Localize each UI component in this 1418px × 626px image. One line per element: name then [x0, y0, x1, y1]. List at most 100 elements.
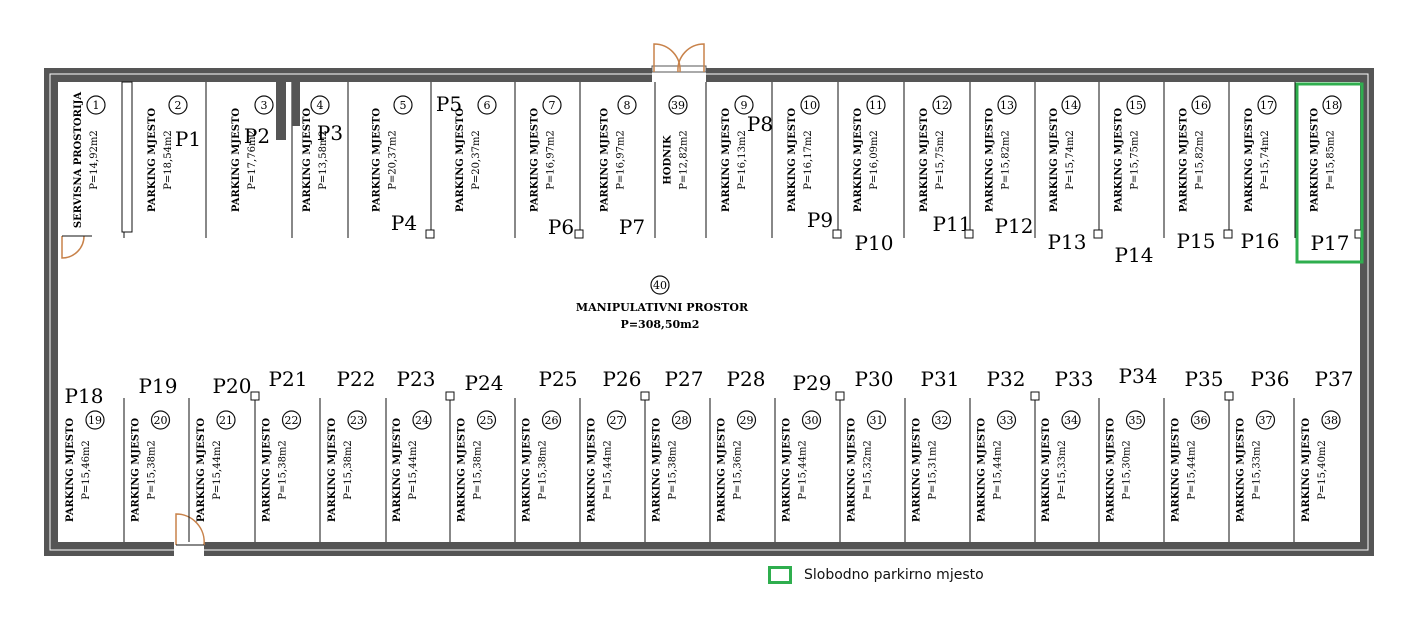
parking-label-p23: P23	[397, 367, 436, 391]
room-number: 20	[154, 414, 168, 427]
stub-wall	[276, 82, 286, 140]
parking-label-p5: P5	[436, 92, 462, 116]
room-area: P=14,92m2	[89, 130, 100, 190]
room-number: 17	[1260, 99, 1274, 112]
parking-label-p28: P28	[727, 367, 766, 391]
room-area: P=15,30m2	[1122, 440, 1133, 500]
room-area: P=15,75m2	[1130, 130, 1141, 190]
room-number-circle	[476, 410, 497, 430]
parking-label-p12: P12	[995, 214, 1034, 238]
room-number-circle	[477, 95, 497, 115]
room-area: P=12,82m2	[679, 130, 690, 190]
room-number-circle	[216, 410, 236, 430]
room-number-circle-40	[650, 275, 670, 295]
room-area: P=15,38m2	[668, 440, 679, 500]
room-number-circle	[347, 410, 367, 430]
room-name: PARKING MJESTO	[65, 418, 76, 522]
room-name: HODNIK	[663, 135, 674, 185]
room-name: PARKING MJESTO	[985, 108, 996, 212]
room-name: PARKING MJESTO	[522, 418, 533, 522]
parking-label-p9: P9	[807, 208, 833, 232]
parking-label-p34: P34	[1119, 364, 1158, 388]
parking-label-p13: P13	[1048, 230, 1087, 254]
room-number-circle	[800, 95, 820, 115]
room-number-circle	[866, 410, 887, 430]
parking-label-p33: P33	[1055, 367, 1094, 391]
parking-label-p26: P26	[603, 367, 642, 391]
room-number-circle	[1061, 95, 1081, 115]
room-name: PARKING MJESTO	[919, 108, 930, 212]
room-area: P=15,31m2	[928, 440, 939, 500]
room-number: 18	[1325, 99, 1339, 112]
room-number: 24	[415, 414, 429, 427]
room-number: 9	[741, 99, 748, 112]
room-name: PARKING MJESTO	[147, 108, 158, 212]
room-number-circle	[412, 410, 432, 430]
room-name: PARKING MJESTO	[1049, 108, 1060, 212]
parking-label-p35: P35	[1185, 367, 1224, 391]
room-area: P=15,75m2	[935, 130, 946, 190]
room-number: 32	[935, 414, 949, 427]
pillar	[640, 391, 650, 401]
room-number-circle	[931, 410, 952, 430]
room-area: P=16,97m2	[616, 130, 627, 190]
room-number: 3	[261, 99, 268, 112]
room-area: P=13,58m2	[318, 130, 329, 190]
parking-label-p8: P8	[747, 112, 773, 136]
room-area: P=15,36m2	[733, 440, 744, 500]
room-number: 2	[175, 99, 182, 112]
room-area: P=15,40m2	[1317, 440, 1328, 500]
room-number-circle	[542, 95, 562, 115]
room-number-circle	[86, 95, 106, 115]
room-number: 5	[400, 99, 407, 112]
parking-label-p15: P15	[1177, 229, 1216, 253]
room-number-circle	[1257, 95, 1277, 115]
parking-label-p20: P20	[213, 374, 252, 398]
room-number: 28	[675, 414, 689, 427]
room-area: P=16,97m2	[546, 130, 557, 190]
parking-label-p17: P17	[1311, 231, 1350, 255]
room-name: PARKING MJESTO	[302, 108, 313, 212]
room-area: P=15,44m2	[408, 440, 419, 500]
room-name: PARKING MJESTO	[782, 418, 793, 522]
room-number: 33	[1000, 414, 1014, 427]
room-area: P=15,33m2	[1057, 440, 1068, 500]
room-number: 13	[1000, 99, 1014, 112]
parking-label-p18: P18	[65, 384, 104, 408]
legend-free-spot-swatch	[768, 566, 792, 584]
room-number: 11	[869, 99, 883, 112]
room-number-circle	[617, 95, 637, 115]
room-name: PARKING MJESTO	[1310, 108, 1321, 212]
room-area: P=15,44m2	[603, 440, 614, 500]
room-name: PARKING MJESTO	[587, 418, 598, 522]
room-number-circle	[1126, 95, 1146, 115]
room-number-circle	[671, 410, 692, 430]
room-area: P=16,17m2	[803, 130, 814, 190]
wall-top-left	[44, 68, 652, 82]
room-number-circle	[997, 95, 1017, 115]
room-number: 36	[1194, 414, 1208, 427]
parking-label-p27: P27	[665, 367, 704, 391]
room-number: 7	[549, 99, 556, 112]
room-number-circle	[150, 410, 171, 430]
room-number-circle	[1255, 410, 1276, 430]
room-number-circle	[85, 410, 105, 430]
room-number: 8	[624, 99, 631, 112]
manipulation-space: 40 MANIPULATIVNI PROSTOR P=308,50m2	[576, 275, 749, 331]
room-area: P=15,38m2	[473, 440, 484, 500]
room-name: PARKING MJESTO	[1301, 418, 1312, 522]
room-name: PARKING MJESTO	[1106, 418, 1117, 522]
